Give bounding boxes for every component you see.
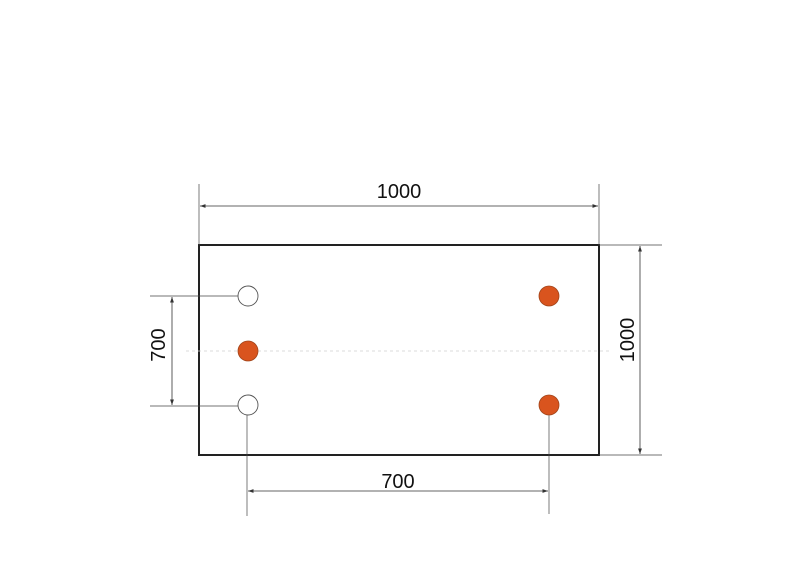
bottom-spacing-label: 700 [381,471,414,493]
filled-hole-top-right [538,285,560,307]
top-width-dimension: 1000 [198,181,600,245]
open-hole-bottom-left [237,394,259,416]
right-height-label: 1000 [617,318,639,363]
bottom-hole-spacing-dimension: 700 [246,406,550,516]
top-width-label: 1000 [377,181,422,203]
left-spacing-label: 700 [148,328,170,361]
left-hole-spacing-dimension: 700 [148,295,247,407]
open-hole-top-left [237,285,259,307]
right-height-dimension: 1000 [599,244,662,456]
filled-hole-bottom-right [538,394,560,416]
panel-outline [198,244,600,456]
filled-hole-middle-left [237,340,259,362]
